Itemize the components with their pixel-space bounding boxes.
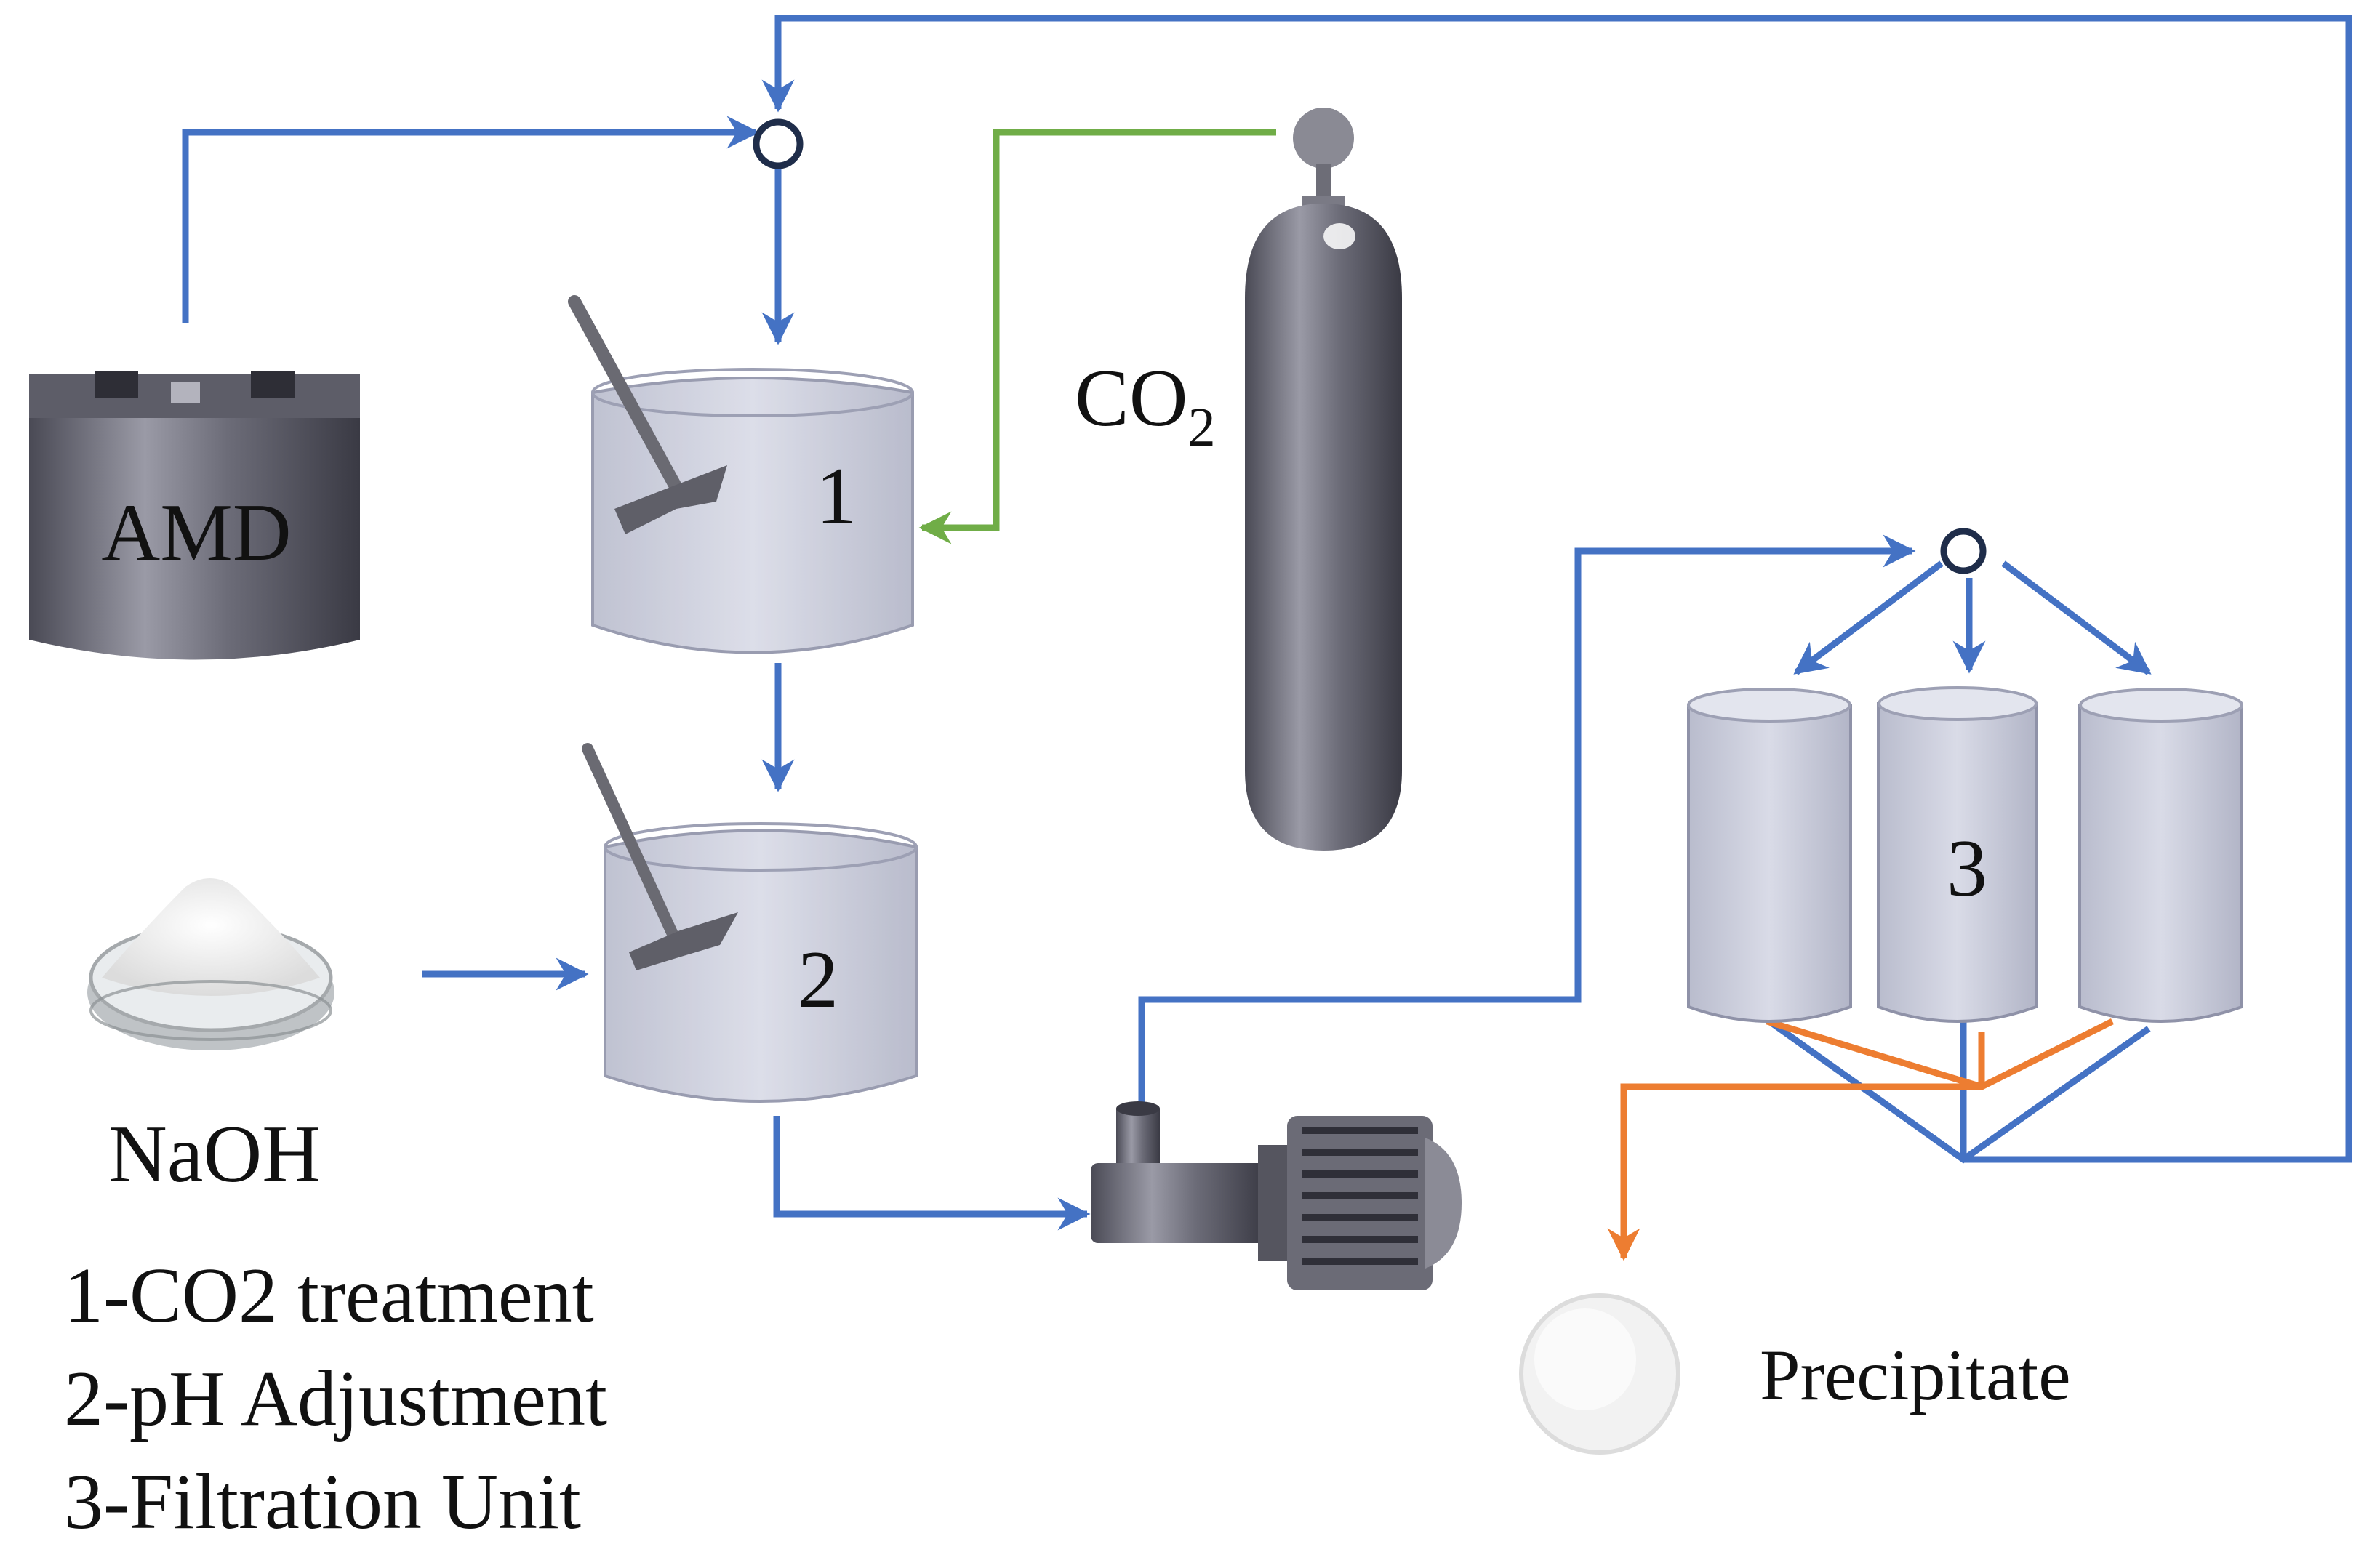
amd-tank: AMD [29,371,360,660]
pump [1091,1101,1462,1290]
pipe-return-loop [761,15,2352,1163]
co2-label: CO2 [1075,353,1216,458]
reactor-tank-2: 2 [582,743,918,1103]
amd-label: AMD [101,488,291,578]
pipe-to-filter-a [1793,560,1944,675]
pipe-tank2-to-pump [773,1116,1091,1231]
filter-column-b [1877,686,2038,1023]
pipe-amd-to-mixer [182,116,760,323]
pipelines [182,15,2352,1258]
co2-label-subscript: 2 [1188,397,1216,458]
stirrer-shaft-1 [568,295,686,501]
stirrer-shaft-2 [582,743,678,940]
naoh-label: NaOH [108,1109,321,1199]
tank-2-label: 2 [798,935,838,1025]
co2-cylinder: CO2 [1075,108,1402,851]
legend-item-2: 2-pH Adjustment [64,1356,607,1442]
precipitate-filter-cake: Precipitate [1519,1293,2071,1455]
pipe-pump-to-distributor [1138,534,1916,1109]
stirrer-blade-2 [629,912,738,970]
mixing-node [753,118,804,169]
filters-label: 3 [1947,824,1987,914]
pump-motor [1287,1116,1433,1290]
precipitate-label: Precipitate [1760,1335,2071,1415]
filtration-unit: 3 [1687,686,2243,1023]
co2-label-main: CO [1075,353,1188,443]
legend: 1-CO2 treatment 2-pH Adjustment 3-Filtra… [64,1253,607,1545]
stirrer-blade-1 [614,465,727,534]
tank-1-label: 1 [816,451,857,542]
reactor-tank-1: 1 [568,295,914,654]
filter-column-c [2078,688,2243,1023]
pump-motor-fins [1302,1127,1418,1265]
pipe-precipitate [1624,1018,2115,1258]
pipe-filter-collector [1754,1009,2151,1164]
pipe-to-filter-c [2001,560,2152,675]
legend-item-1: 1-CO2 treatment [64,1253,594,1339]
naoh-dish: NaOH [87,877,334,1199]
filter-column-a [1687,688,1852,1023]
legend-item-3: 3-Filtration Unit [64,1459,581,1545]
distributor-node [1940,528,1987,574]
pipe-co2-to-tank1 [918,129,1276,544]
